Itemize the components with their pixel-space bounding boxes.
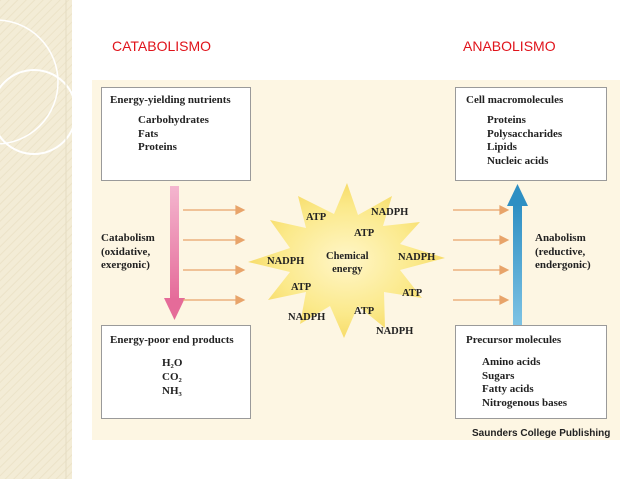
list-item: Nucleic acids: [487, 154, 549, 167]
nadph-label: NADPH: [267, 256, 305, 267]
label-line: (reductive,: [535, 245, 586, 258]
box-title: Cell macromolecules: [466, 94, 564, 106]
decorative-circles: [0, 0, 72, 479]
label-line: energy: [332, 264, 363, 275]
atp-label: ATP: [291, 282, 312, 293]
box-title: Precursor molecules: [466, 334, 562, 346]
publisher-credit: Saunders College Publishing: [472, 428, 611, 439]
list-item: Polysaccharides: [487, 127, 563, 140]
list-item: Proteins: [138, 141, 177, 153]
atp-label: ATP: [354, 306, 375, 317]
cell-macromolecules-box: Cell macromolecules Proteins Polysacchar…: [455, 87, 607, 181]
list-item: Nitrogenous bases: [482, 396, 568, 409]
precursor-molecules-box: Precursor molecules Amino acids Sugars F…: [455, 325, 607, 419]
nadph-label: NADPH: [371, 207, 409, 218]
decorative-side-panel: [0, 0, 72, 479]
box-items: Carbohydrates Fats Proteins: [138, 114, 209, 155]
list-item: Proteins: [487, 114, 526, 126]
list-item: Carbohydrates: [138, 114, 209, 126]
list-item: Fats: [138, 127, 159, 140]
label-line: (oxidative,: [101, 245, 151, 258]
atp-label: ATP: [306, 212, 327, 223]
catabolism-branch-arrows: [183, 205, 246, 305]
list-item: Fatty acids: [482, 383, 534, 395]
chemical-energy-label: Chemical energy: [326, 250, 369, 276]
box-title: Energy-poor end products: [110, 334, 234, 346]
nadph-label: NADPH: [376, 326, 414, 337]
box-items: Proteins Polysaccharides Lipids Nucleic …: [487, 114, 562, 168]
atp-label: ATP: [354, 228, 375, 239]
catabolism-label: Catabolism (oxidative, exergonic): [101, 232, 155, 273]
anabolism-heading: ANABOLISMO: [463, 38, 556, 54]
list-item: Sugars: [482, 369, 515, 382]
label-line: Chemical: [326, 251, 369, 262]
nadph-label: NADPH: [398, 252, 436, 263]
catabolism-arrow: [164, 186, 185, 320]
anabolism-label: Anabolism (reductive, endergonic): [535, 232, 591, 273]
label-line: exergonic): [101, 259, 150, 271]
list-item: Lipids: [487, 141, 517, 153]
label-line: endergonic): [535, 259, 591, 271]
list-item: Amino acids: [482, 356, 541, 368]
list-item: NH₃: [162, 385, 182, 397]
list-item: CO₂: [162, 371, 182, 383]
energy-yielding-nutrients-box: Energy-yielding nutrients Carbohydrates …: [101, 87, 251, 181]
catabolism-heading: CATABOLISMO: [112, 38, 212, 54]
nadph-label: NADPH: [288, 312, 326, 323]
atp-label: ATP: [402, 288, 423, 299]
box-title: Energy-yielding nutrients: [110, 94, 231, 106]
label-line: Catabolism: [101, 232, 155, 244]
anabolism-branch-arrows: [453, 205, 510, 305]
anabolism-arrow: [507, 184, 528, 326]
chemical-energy-starburst: [248, 183, 445, 338]
box-items: Amino acids Sugars Fatty acids Nitrogeno…: [482, 356, 567, 410]
list-item: H₂O: [162, 357, 183, 369]
label-line: Anabolism: [535, 232, 586, 244]
energy-poor-end-products-box: Energy-poor end products H₂O CO₂ NH₃: [101, 325, 251, 419]
box-items: H₂O CO₂ NH₃: [162, 356, 182, 398]
